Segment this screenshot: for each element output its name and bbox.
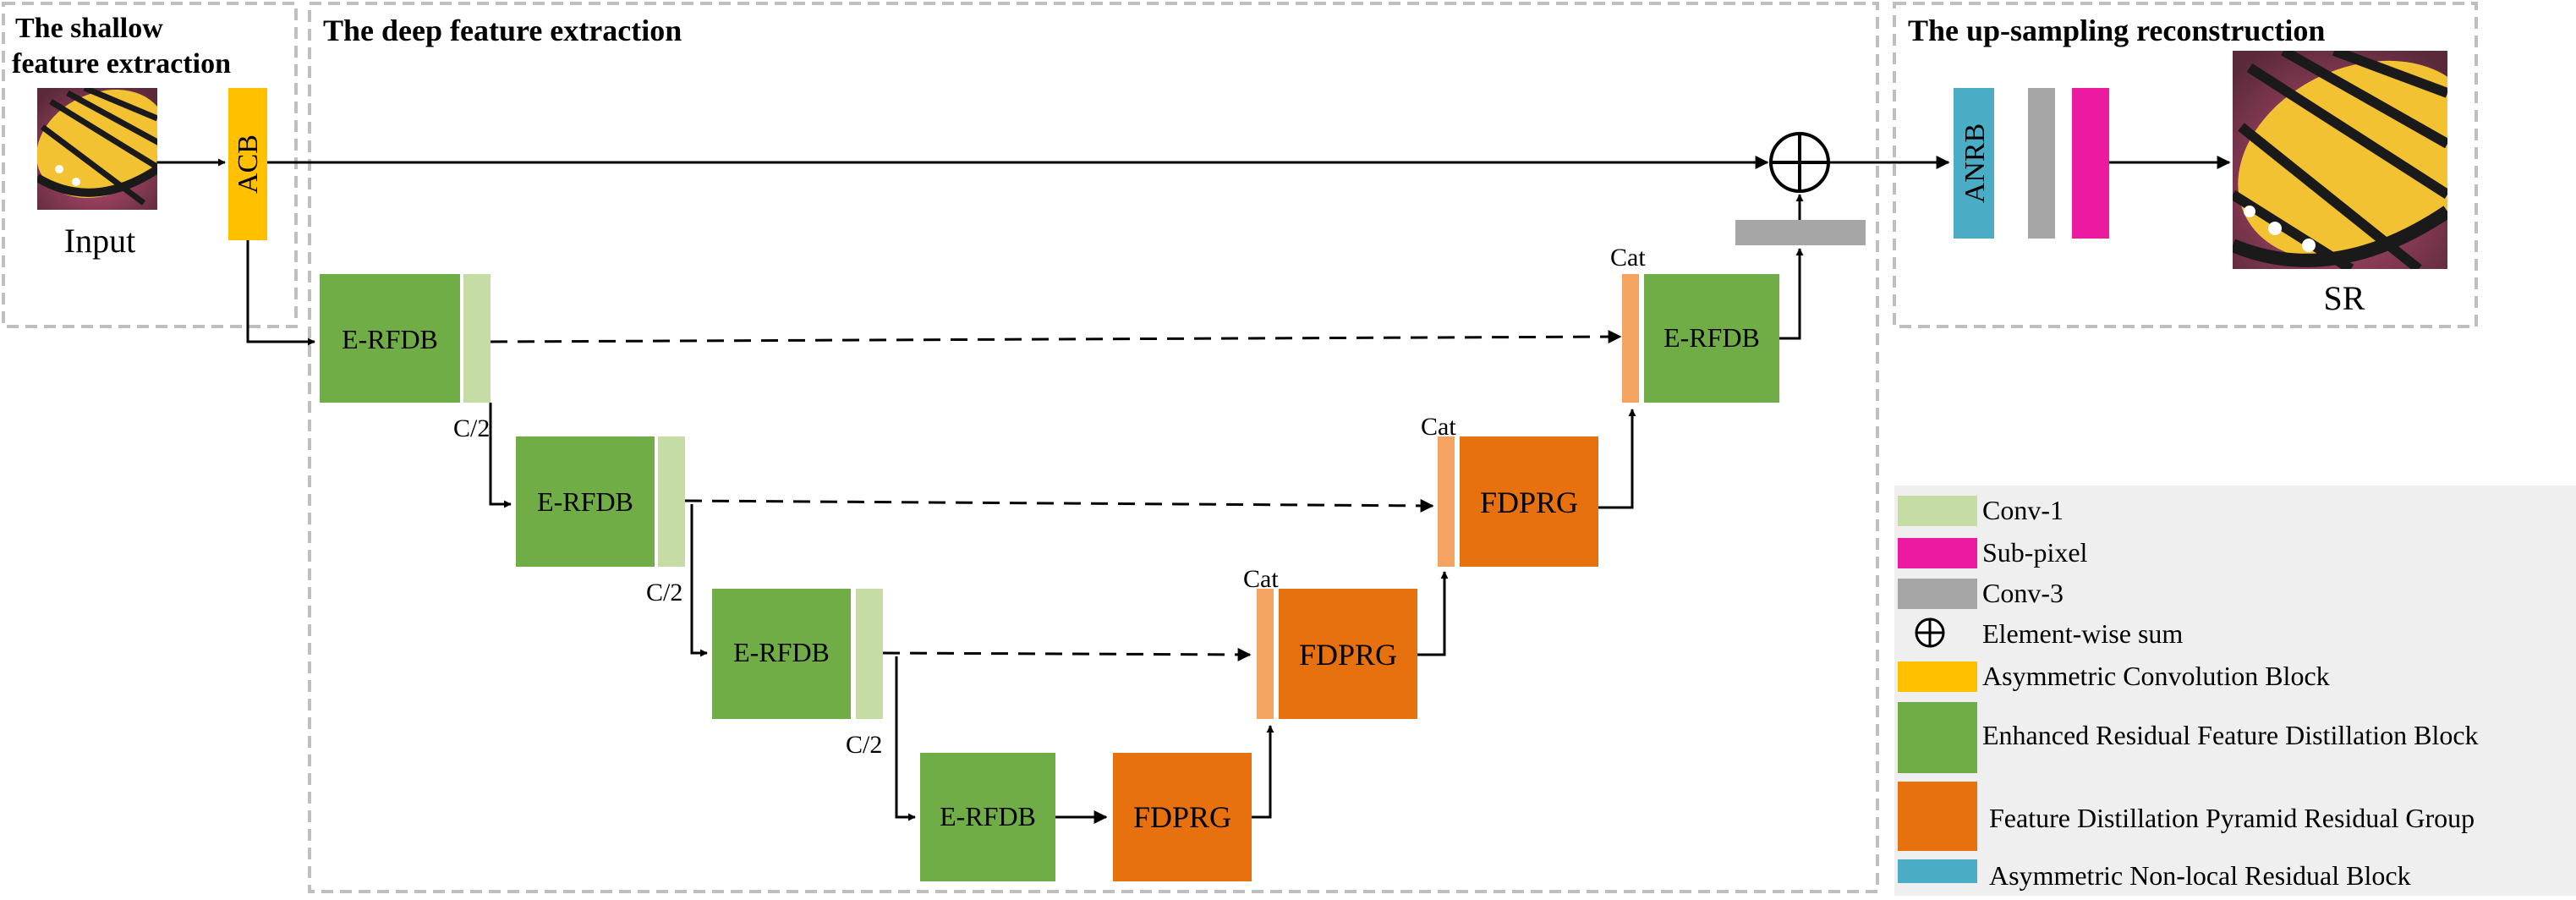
shallow-title-line1: The shallow (15, 13, 163, 44)
legend-panel (1894, 486, 2576, 896)
fdprg3-to-cat1-arrow (1598, 409, 1636, 509)
acb-block (228, 88, 267, 240)
legend-swatch-conv3 (1898, 579, 1977, 609)
legend: Conv-1 Sub-pixel Conv-3 Element-wise sum… (1898, 495, 2479, 891)
erfdb-label-4: E-RFDB (940, 801, 1036, 831)
legend-oplus-icon (1915, 617, 1945, 648)
cat-block-2 (1438, 436, 1455, 567)
shallow-section-frame (2, 2, 298, 328)
split-label-1: C/2 (453, 414, 490, 442)
deep-title: The deep feature extraction (323, 14, 682, 47)
legend-label-sum: Element-wise sum (1982, 618, 2183, 649)
fdprg-block-3 (1460, 436, 1598, 567)
sr-label: SR (2324, 279, 2365, 317)
erfdb-label-1: E-RFDB (342, 324, 438, 354)
legend-swatch-erfdb (1898, 702, 1977, 773)
legend-swatch-fdprg (1898, 782, 1977, 851)
skip-dashed-arrow-2 (684, 498, 1434, 513)
anrb-block (1954, 88, 1994, 239)
erfdb-block-1 (320, 274, 460, 403)
erfdb1-to-erfdb2-arrow (489, 403, 512, 508)
conv1-block-2 (658, 436, 685, 567)
cat-label-2: Cat (1421, 413, 1456, 441)
erfdb-block-5 (1644, 274, 1779, 403)
deep-section-frame (308, 2, 1879, 893)
acb-to-erfdb1-arrow (246, 240, 315, 346)
input-label: Input (64, 222, 135, 260)
upsampling-conv3-block (2028, 88, 2055, 239)
subpixel-block (2072, 88, 2109, 239)
fdprg2-to-cat2-arrow (1417, 571, 1449, 656)
acb-label: ACB (233, 134, 264, 194)
split-label-2: C/2 (646, 579, 682, 606)
cat-label-3: Cat (1243, 565, 1279, 593)
erfdb-block-4 (920, 753, 1055, 881)
fdprg-label-1: FDPRG (1133, 800, 1231, 834)
legend-label-subpixel: Sub-pixel (1982, 537, 2088, 568)
deep-conv3-block (1735, 220, 1866, 245)
fdprg-label-3: FDPRG (1480, 486, 1578, 519)
input-image (37, 88, 157, 210)
upsampling-section-frame (1893, 2, 2478, 328)
cat-block-3 (1257, 589, 1274, 719)
legend-label-conv1: Conv-1 (1982, 495, 2064, 525)
legend-label-acb: Asymmetric Convolution Block (1982, 661, 2330, 691)
conv1-block-3 (856, 589, 883, 719)
legend-swatch-conv1 (1898, 496, 1977, 526)
cat-block-1 (1622, 274, 1639, 403)
sr-output-image (2233, 51, 2447, 269)
legend-label-conv3: Conv-3 (1982, 578, 2064, 608)
skip-dashed-arrow-1 (490, 330, 1622, 344)
shallow-title-line2: feature extraction (12, 48, 231, 80)
erfdb-label-3: E-RFDB (733, 637, 830, 667)
erfdb-label-2: E-RFDB (537, 486, 633, 517)
erfdb5-to-conv3-arrow (1779, 248, 1804, 340)
erfdb3-to-erfdb4-arrow (895, 656, 916, 821)
legend-swatch-anrb (1898, 859, 1977, 883)
legend-swatch-subpixel (1898, 538, 1977, 568)
fdprg-block-2 (1279, 589, 1417, 719)
erfdb2-to-erfdb3-arrow (690, 504, 708, 657)
conv1-block-1 (463, 274, 491, 403)
erfdb-label-5: E-RFDB (1663, 322, 1760, 353)
split-label-3: C/2 (846, 731, 882, 759)
skip-dashed-arrow-3 (882, 647, 1252, 661)
cat-label-1: Cat (1610, 244, 1646, 272)
fdprg1-to-cat3-arrow (1252, 725, 1274, 819)
legend-label-anrb: Asymmetric Non-local Residual Block (1989, 860, 2411, 891)
erfdb-block-3 (712, 589, 851, 719)
element-wise-sum-icon (1769, 132, 1830, 193)
legend-label-fdprg: Feature Distillation Pyramid Residual Gr… (1989, 803, 2475, 833)
erfdb-block-2 (516, 436, 655, 567)
upsampling-title: The up-sampling reconstruction (1908, 14, 2325, 47)
fdprg-block-1 (1113, 753, 1252, 881)
legend-swatch-acb (1898, 661, 1977, 692)
anrb-label: ANRB (1959, 123, 1991, 203)
legend-label-erfdb: Enhanced Residual Feature Distillation B… (1982, 720, 2479, 750)
fdprg-label-2: FDPRG (1299, 638, 1397, 672)
